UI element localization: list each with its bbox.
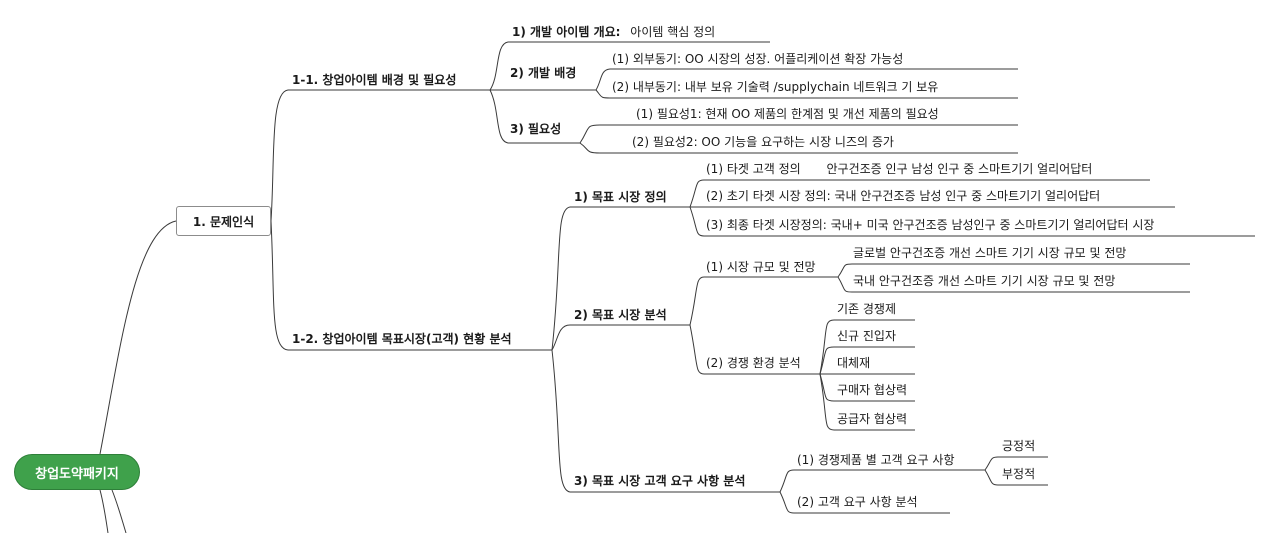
edge-b11-item3	[489, 89, 580, 144]
root-node[interactable]: 창업도약패키지	[14, 454, 140, 490]
node-b11[interactable]: 1-1. 창업아이템 배경 및 필요성	[292, 73, 457, 87]
edge-root-down-2	[111, 489, 127, 533]
node-b12-t3-c1[interactable]: (1) 경쟁제품 별 고객 요구 사항	[797, 453, 955, 467]
edge-item2-c1	[595, 68, 1018, 91]
edge-item3-c1	[579, 124, 1018, 144]
edge-t1-c1	[689, 179, 1150, 208]
edge-s2-i1	[819, 319, 915, 375]
edge-item2-c2	[595, 89, 1018, 99]
edge-t3-c2	[779, 491, 950, 514]
edge-t2-s2	[689, 324, 820, 375]
edge-s2-i5	[819, 373, 915, 431]
node-positive[interactable]: 긍정적	[1002, 439, 1036, 453]
edge-s1-g2	[837, 276, 1190, 293]
node-b11-item3[interactable]: 3) 필요성	[510, 122, 562, 136]
edge-c1-neg	[984, 469, 1048, 486]
node-b12-t1-c1[interactable]: (1) 타겟 고객 정의 안구건조증 인구 남성 인구 중 스마트기기 얼리어답…	[706, 161, 1092, 177]
node-competition-item[interactable]: 공급자 협상력	[837, 412, 908, 426]
node-b12-t2-s1-g2[interactable]: 국내 안구건조증 개선 스마트 기기 시장 규모 및 전망	[853, 274, 1116, 288]
node-problem-recognition[interactable]: 1. 문제인식	[176, 206, 271, 236]
edge-s2-i2	[819, 346, 915, 375]
node-negative[interactable]: 부정적	[1002, 467, 1036, 481]
edge-l1-b11	[270, 89, 490, 222]
edge-b11-item1	[489, 41, 770, 91]
node-b11-item1-label: 1) 개발 아이템 개요:	[512, 25, 621, 39]
edge-b12-t1	[551, 206, 690, 351]
node-b12-t1[interactable]: 1) 목표 시장 정의	[574, 190, 667, 204]
node-b12-t2[interactable]: 2) 목표 시장 분석	[574, 308, 667, 322]
node-competition-item[interactable]: 구매자 협상력	[837, 383, 908, 397]
edge-t3-c1	[779, 469, 985, 493]
edge-item3-c2	[579, 142, 1018, 154]
edge-b12-t2	[551, 324, 690, 351]
node-b11-item1-detail: 아이템 핵심 정의	[630, 25, 716, 39]
edge-b12-t3	[551, 349, 780, 493]
node-b12-t1-c3[interactable]: (3) 최종 타겟 시장정의: 국내+ 미국 안구건조증 남성인구 중 스마트기…	[706, 218, 1155, 232]
node-b11-item2[interactable]: 2) 개발 배경	[510, 66, 577, 80]
edge-root-l1	[99, 220, 177, 455]
node-competition-item[interactable]: 기존 경쟁제	[837, 302, 897, 316]
node-b12[interactable]: 1-2. 창업아이템 목표시장(고객) 현황 분석	[292, 332, 512, 346]
edge-c1-pos	[984, 456, 1048, 471]
node-b12-t1-c1-label: (1) 타겟 고객 정의	[706, 162, 801, 176]
node-b11-item2-c1[interactable]: (1) 외부동기: OO 시장의 성장. 어플리케이션 확장 가능성	[612, 52, 904, 66]
node-b12-t2-s1-g1[interactable]: 글로벌 안구건조증 개선 스마트 기기 시장 규모 및 전망	[853, 246, 1127, 260]
node-b11-item2-c2[interactable]: (2) 내부동기: 내부 보유 기술력 /supplychain 네트워크 기 …	[612, 80, 939, 94]
node-b12-t2-s2[interactable]: (2) 경쟁 환경 분석	[706, 356, 801, 370]
node-b12-t3[interactable]: 3) 목표 시장 고객 요구 사항 분석	[574, 474, 746, 488]
node-b12-t1-c1-detail: 안구건조증 인구 남성 인구 중 스마트기기 얼리어답터	[826, 162, 1093, 176]
node-b11-item1[interactable]: 1) 개발 아이템 개요: 아이템 핵심 정의	[512, 24, 715, 40]
edge-s2-i4	[819, 373, 915, 402]
edge-t2-s1	[689, 276, 838, 326]
node-b12-t3-c2[interactable]: (2) 고객 요구 사항 분석	[797, 495, 918, 509]
edge-root-down-1	[99, 489, 109, 533]
node-competition-item[interactable]: 신규 진입자	[837, 329, 897, 343]
node-b11-item3-c2[interactable]: (2) 필요성2: OO 기능을 요구하는 시장 니즈의 증가	[632, 135, 894, 149]
node-b12-t1-c2[interactable]: (2) 초기 타겟 시장 정의: 국내 안구건조증 남성 인구 중 스마트기기 …	[706, 189, 1101, 203]
edge-s1-g1	[837, 263, 1190, 278]
node-b11-item3-c1[interactable]: (1) 필요성1: 현재 OO 제품의 한계점 및 개선 제품의 필요성	[636, 107, 939, 121]
edge-t1-c3	[689, 206, 1255, 237]
node-competition-item[interactable]: 대체재	[837, 356, 871, 370]
edge-l1-b12	[270, 220, 552, 351]
node-b12-t2-s1[interactable]: (1) 시장 규모 및 전망	[706, 260, 816, 274]
